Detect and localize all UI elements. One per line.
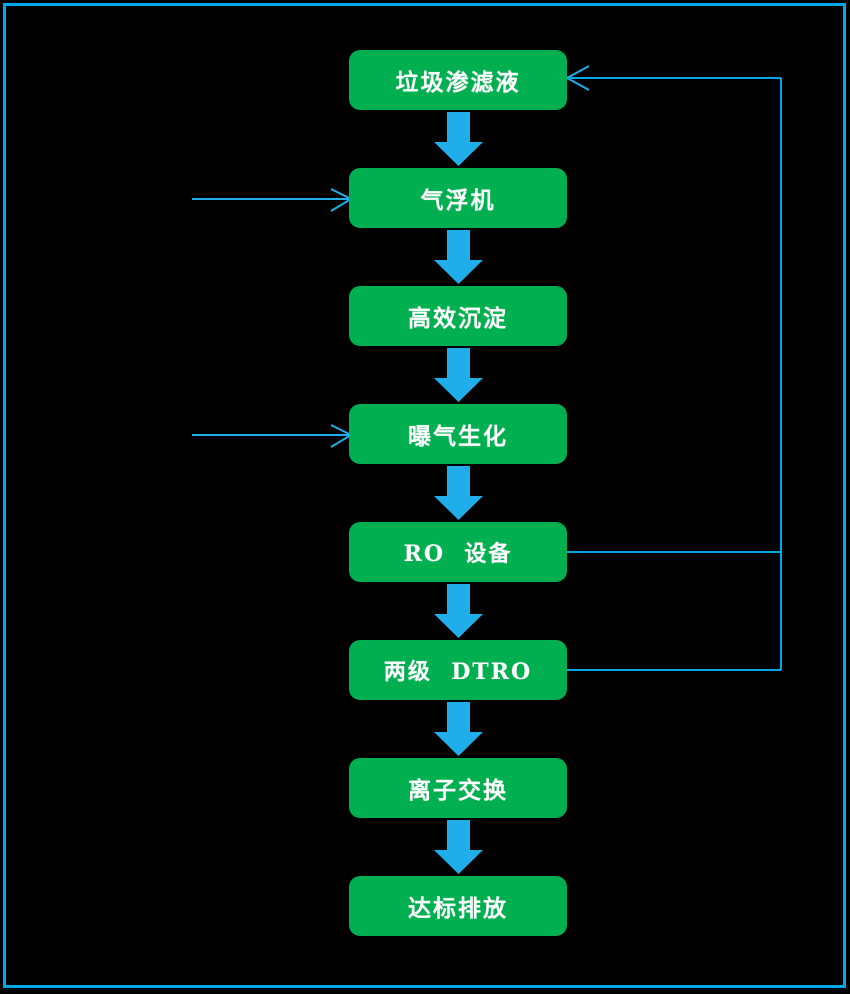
node-ion-exchange[interactable]: 离子交换 xyxy=(349,758,567,818)
block-arrow-n7-n8 xyxy=(434,820,483,874)
block-arrow-n5-n6 xyxy=(434,584,483,638)
node-high-efficiency-sedimentation[interactable]: 高效沉淀 xyxy=(349,286,567,346)
feedback-top-horizontal xyxy=(564,65,781,91)
node-air-flotation[interactable]: 气浮机 xyxy=(349,168,567,228)
block-arrow-n2-n3 xyxy=(434,230,483,284)
block-arrow-n3-n4 xyxy=(434,348,483,402)
input-arrow-to-baoqishenghua xyxy=(192,424,354,448)
outer-border-frame xyxy=(3,3,846,988)
node-ro-equipment[interactable]: RO 设备 xyxy=(349,522,567,582)
node-compliant-discharge[interactable]: 达标排放 xyxy=(349,876,567,936)
block-arrow-n6-n7 xyxy=(434,702,483,756)
node-garbage-leachate[interactable]: 垃圾渗滤液 xyxy=(349,50,567,110)
block-arrow-n1-n2 xyxy=(434,112,483,166)
node-two-stage-dtro[interactable]: 两级 DTRO xyxy=(349,640,567,700)
node-aeration-biochemical[interactable]: 曝气生化 xyxy=(349,404,567,464)
block-arrow-n4-n5 xyxy=(434,466,483,520)
input-arrow-to-qifuji xyxy=(192,188,354,212)
